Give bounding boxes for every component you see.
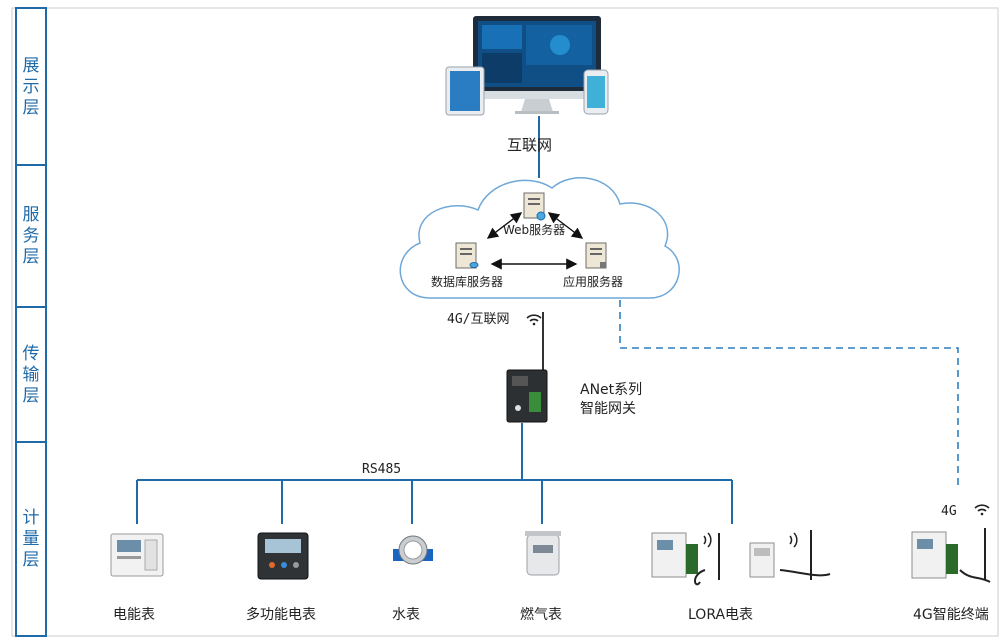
web-db-arrow (486, 212, 523, 239)
layer-label-display: 展示层 (22, 56, 40, 118)
4g-wifi-icon (974, 504, 990, 516)
transport-label: 4G/互联网 (447, 312, 510, 327)
display-devices-illustration (445, 16, 609, 116)
lora-receiver-icon (749, 530, 831, 580)
database-server-icon (455, 242, 479, 269)
layer-label-transport: 传输层 (22, 344, 40, 406)
energy-meter-icon (110, 533, 164, 577)
4g-terminal-icon (911, 528, 991, 583)
4g-dashed-link (619, 300, 959, 490)
app-server-label: 应用服务器 (563, 275, 624, 289)
rs485-label: RS485 (362, 462, 402, 477)
gateway-device-icon (506, 312, 548, 423)
lora-meter-icon (651, 532, 720, 586)
gas-meter-icon (525, 531, 561, 576)
multifunction-meter-icon (257, 532, 309, 580)
device-label-4g-terminal: 4G智能终端 (913, 607, 989, 623)
wifi-icon (526, 314, 542, 326)
app-server-icon (585, 242, 607, 269)
outer-frame (11, 7, 999, 637)
device-label-lora-meter: LORA电表 (688, 607, 754, 623)
web-server-icon (523, 192, 546, 221)
internet-label: 互联网 (507, 136, 553, 154)
layer-column (15, 7, 47, 637)
device-label-gas-meter: 燃气表 (520, 607, 562, 623)
layer-box-transport (15, 306, 47, 443)
water-meter-icon (393, 535, 433, 565)
web-app-arrow (547, 212, 584, 239)
db-server-label: 数据库服务器 (431, 275, 504, 289)
layer-label-service: 服务层 (22, 205, 40, 267)
lora-wifi-icon-2 (789, 532, 798, 548)
4g-label: 4G (941, 504, 957, 519)
web-server-label: Web服务器 (503, 223, 566, 237)
lora-wifi-icon (703, 532, 712, 548)
gateway-label-line1: ANet系列 (580, 382, 643, 398)
gateway-label-line2: 智能网关 (580, 401, 636, 417)
device-label-water-meter: 水表 (392, 607, 420, 623)
bus-drops (136, 480, 733, 524)
device-label-energy-meter: 电能表 (113, 607, 155, 623)
device-label-multifunction-meter: 多功能电表 (246, 607, 316, 623)
layer-box-metering (15, 441, 47, 637)
layer-label-metering: 计量层 (22, 508, 40, 570)
